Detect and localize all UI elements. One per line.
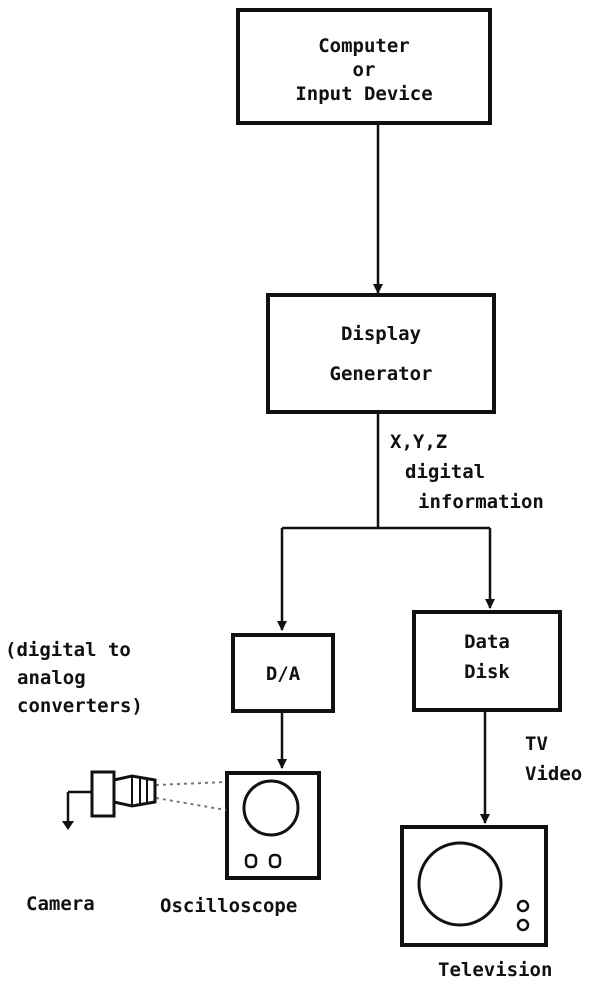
converters-label: converters): [17, 695, 143, 717]
oscilloscope-device: [225, 771, 321, 880]
generator-label: Generator: [329, 363, 433, 385]
xyz-label: X,Y,Z: [390, 431, 448, 453]
display-label: Display: [340, 323, 422, 345]
computer-label: Computer: [318, 35, 410, 57]
tv-label: TV: [525, 733, 548, 755]
data-label: Data: [464, 631, 510, 653]
computer-box: [236, 8, 492, 125]
display-generator-box: [266, 293, 496, 414]
digital-label: digital: [405, 461, 486, 483]
input-device-label: Input Device: [295, 83, 433, 105]
data-disk-box: [412, 610, 562, 712]
television-label: Television: [438, 959, 553, 981]
camera-label: Camera: [26, 893, 95, 915]
camera-view-line-top: [155, 781, 227, 786]
digital-to-label: (digital to: [5, 639, 131, 661]
oscilloscope-label: Oscilloscope: [160, 895, 298, 917]
analog-label: analog: [17, 667, 86, 689]
television-device: [400, 825, 548, 947]
da-label: D/A: [265, 663, 301, 685]
disk-label: Disk: [464, 661, 510, 683]
information-label: information: [418, 491, 544, 513]
video-label: Video: [525, 763, 583, 785]
camera-device: [62, 770, 157, 830]
computer-or-label: or: [352, 59, 376, 81]
camera-view-line-bottom: [155, 797, 227, 811]
